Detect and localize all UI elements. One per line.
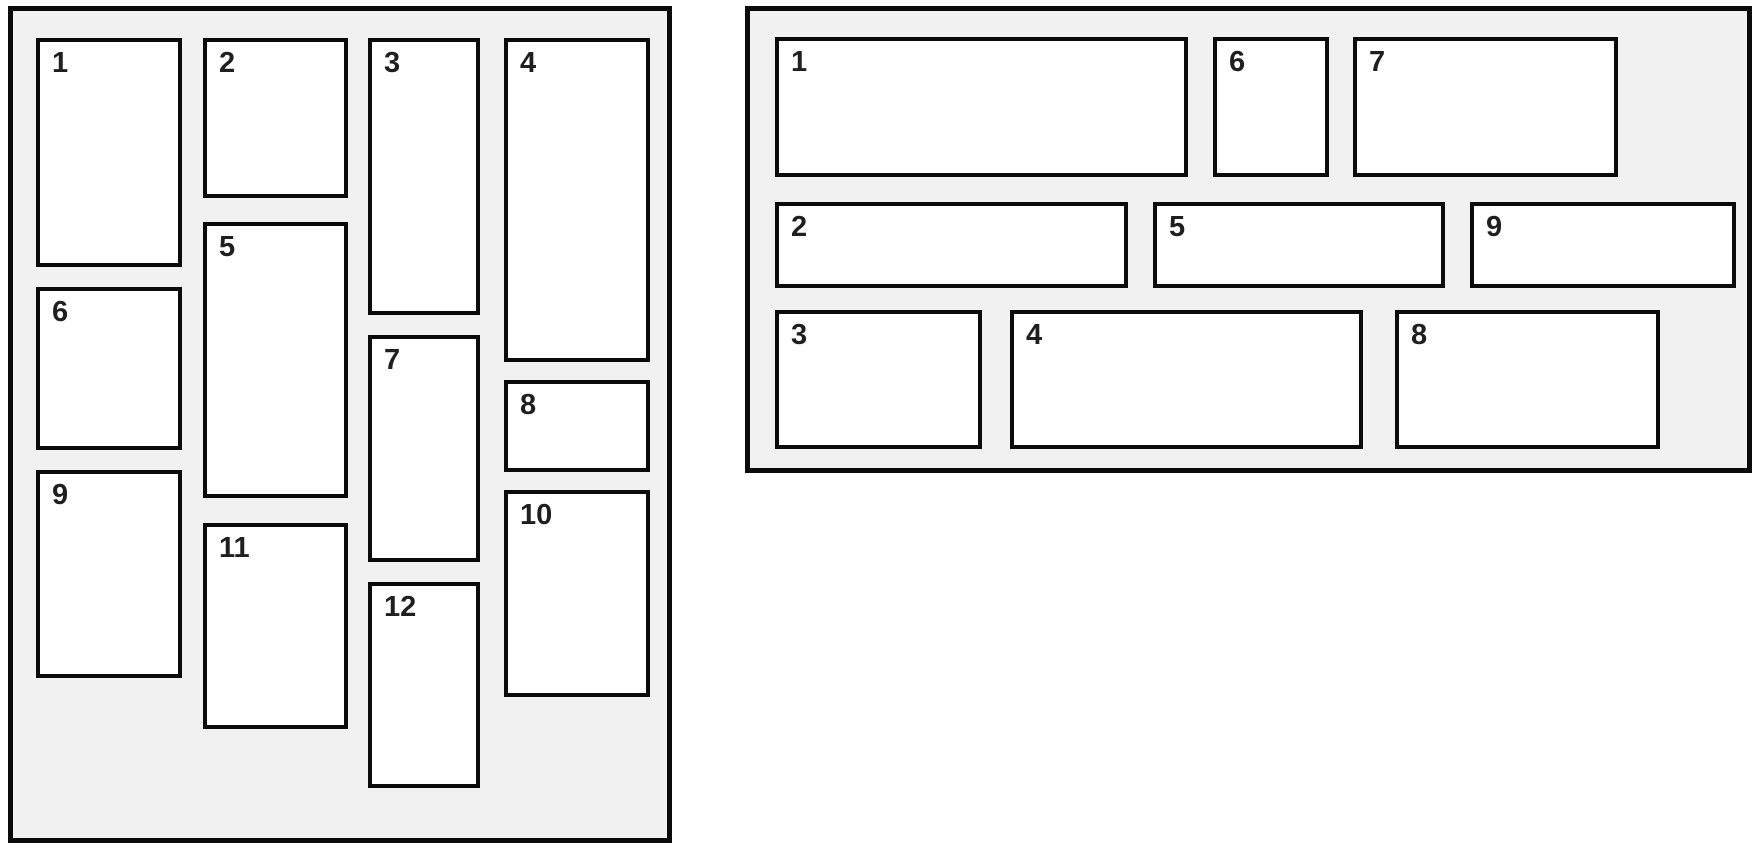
horizontal-masonry-panel: 1 2 3 4 5 6 7 8 9	[745, 6, 1752, 473]
masonry-item-horizontal-masonry-6: 6	[1213, 37, 1329, 177]
item-number: 9	[52, 479, 69, 511]
item-number: 2	[791, 211, 808, 243]
item-number: 5	[219, 231, 236, 263]
item-number: 8	[1411, 319, 1428, 351]
masonry-item-vertical-masonry-2: 2	[203, 38, 348, 198]
item-number: 4	[1026, 319, 1043, 351]
masonry-item-vertical-masonry-4: 4	[504, 38, 650, 362]
item-number: 8	[520, 389, 537, 421]
masonry-item-horizontal-masonry-2: 2	[775, 202, 1128, 288]
masonry-item-vertical-masonry-3: 3	[368, 38, 480, 315]
masonry-item-vertical-masonry-7: 7	[368, 335, 480, 562]
masonry-item-horizontal-masonry-9: 9	[1470, 202, 1736, 288]
masonry-item-horizontal-masonry-5: 5	[1153, 202, 1445, 288]
masonry-item-vertical-masonry-12: 12	[368, 582, 480, 788]
item-number: 1	[791, 46, 808, 78]
masonry-item-vertical-masonry-8: 8	[504, 380, 650, 472]
masonry-item-horizontal-masonry-8: 8	[1395, 310, 1660, 449]
item-number: 2	[219, 47, 236, 79]
item-number: 3	[791, 319, 808, 351]
item-number: 5	[1169, 211, 1186, 243]
masonry-item-vertical-masonry-6: 6	[36, 287, 182, 450]
masonry-item-horizontal-masonry-1: 1	[775, 37, 1188, 177]
item-number: 12	[384, 591, 417, 623]
masonry-item-vertical-masonry-1: 1	[36, 38, 182, 267]
item-number: 6	[52, 296, 69, 328]
item-number: 10	[520, 499, 553, 531]
masonry-item-vertical-masonry-10: 10	[504, 490, 650, 697]
item-number: 9	[1486, 211, 1503, 243]
item-number: 3	[384, 47, 401, 79]
masonry-item-horizontal-masonry-7: 7	[1353, 37, 1618, 177]
item-number: 7	[1369, 46, 1386, 78]
item-number: 6	[1229, 46, 1246, 78]
masonry-item-vertical-masonry-9: 9	[36, 470, 182, 678]
masonry-item-vertical-masonry-11: 11	[203, 523, 348, 729]
item-number: 1	[52, 47, 69, 79]
item-number: 7	[384, 344, 401, 376]
item-number: 4	[520, 47, 537, 79]
masonry-item-horizontal-masonry-4: 4	[1010, 310, 1363, 449]
masonry-item-horizontal-masonry-3: 3	[775, 310, 982, 449]
item-number: 11	[219, 532, 250, 564]
masonry-item-vertical-masonry-5: 5	[203, 222, 348, 498]
